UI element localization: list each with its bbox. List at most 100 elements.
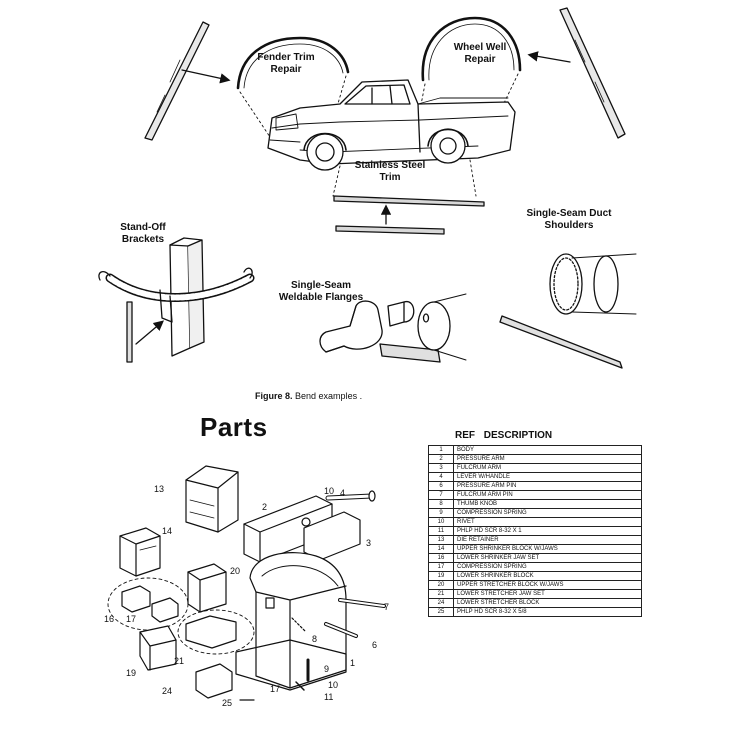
figure-caption-text: Bend examples .	[295, 391, 363, 401]
ref-cell: 16	[428, 553, 454, 563]
ref-cell: 8	[428, 499, 454, 509]
ref-cell: 14	[428, 544, 454, 554]
ref-cell: 10	[428, 517, 454, 527]
ref-cell: 21	[428, 589, 454, 599]
callout-3: 3	[366, 538, 372, 548]
description-cell: COMPRESSION SPRING	[453, 508, 642, 518]
weldable-flanges-label: Single-Seam Weldable Flanges	[278, 280, 364, 303]
description-cell: FULCRUM ARM PIN	[453, 490, 642, 500]
description-cell: PHLP HD SCR 8-32 X 1	[453, 526, 642, 536]
left-trim-strip	[144, 21, 210, 141]
callout-25: 25	[222, 698, 233, 708]
stainless-trim-strip-top	[333, 195, 485, 207]
ref-cell: 11	[428, 526, 454, 536]
dotted-lines-stainless	[332, 159, 477, 197]
stainless-trim-label: Stainless Steel Trim	[354, 160, 426, 183]
callout-8: 8	[312, 634, 318, 644]
weldable-flanges-drawing	[319, 293, 467, 363]
wheel-well-label: Wheel Well Repair	[453, 42, 507, 65]
ref-cell: 4	[428, 472, 454, 482]
description-cell: PRESSURE ARM PIN	[453, 481, 642, 491]
ref-cell: 2	[428, 454, 454, 464]
ref-cell: 9	[428, 508, 454, 518]
description-cell: UPPER SHRINKER BLOCK W/JAWS	[453, 544, 642, 554]
description-cell: LOWER STRETCHER BLOCK	[453, 598, 642, 608]
description-cell: LOWER STRETCHER JAW SET	[453, 589, 642, 599]
callout-16: 16	[104, 614, 115, 624]
wheel-well-arc	[421, 16, 522, 82]
description-cell: LOWER SHRINKER BLOCK	[453, 571, 642, 581]
callout-20: 20	[230, 566, 241, 576]
callout-17-bottom: 17	[270, 684, 281, 694]
ref-cell: 3	[428, 463, 454, 473]
callout-19: 19	[126, 668, 137, 678]
callout-2: 2	[262, 502, 268, 512]
ref-cell: 25	[428, 607, 454, 617]
ref-cell: 19	[428, 571, 454, 581]
callout-24: 24	[162, 686, 173, 696]
ref-cell: 1	[428, 445, 454, 455]
callout-13: 13	[154, 484, 165, 494]
callout-6: 6	[372, 640, 378, 650]
figure-caption: Figure 8. Bend examples .	[255, 391, 495, 401]
duct-shoulders-label: Single-Seam Duct Shoulders	[526, 208, 612, 231]
callout-10-top: 10	[324, 486, 335, 496]
description-cell: LOWER SHRINKER JAW SET	[453, 553, 642, 563]
description-cell: RIVET	[453, 517, 642, 527]
description-cell: COMPRESSION SPRING	[453, 562, 642, 572]
ref-cell: 13	[428, 535, 454, 545]
callout-14: 14	[162, 526, 173, 536]
ref-cell: 7	[428, 490, 454, 500]
callout-10-bottom: 10	[328, 680, 339, 690]
pickup-truck	[267, 79, 516, 171]
figure-number: Figure 8.	[255, 391, 293, 401]
right-trim-strip	[559, 7, 626, 139]
description-cell: PHLP HD SCR 8-32 X 5/8	[453, 607, 642, 617]
description-cell: FULCRUM ARM	[453, 463, 642, 473]
callout-17-left: 17	[126, 614, 137, 624]
callout-4: 4	[340, 488, 346, 498]
standoff-brackets-label: Stand-Off Brackets	[120, 222, 166, 245]
parts-table-header: REF DESCRIPTION	[455, 430, 553, 441]
ref-cell: 24	[428, 598, 454, 608]
arrow-to-fender-trim	[181, 69, 231, 84]
ref-cell: 17	[428, 562, 454, 572]
callout-7: 7	[384, 602, 390, 612]
parts-exploded-view	[107, 465, 386, 701]
callout-1: 1	[350, 658, 356, 668]
description-cell: PRESSURE ARM	[453, 454, 642, 464]
callout-11: 11	[324, 692, 334, 702]
parts-title: Parts	[200, 412, 268, 442]
ref-cell: 6	[428, 481, 454, 491]
description-cell: LEVER W/HANDLE	[453, 472, 642, 482]
callout-21: 21	[174, 656, 185, 666]
arrow-to-wheel-well	[527, 51, 571, 63]
description-cell: UPPER STRETCHER BLOCK W/JAWS	[453, 580, 642, 590]
fender-trim-label: Fender Trim Repair	[257, 52, 315, 75]
stainless-trim-strip-bottom	[335, 225, 445, 235]
description-cell: THUMB KNOB	[453, 499, 642, 509]
fender-trim-arc	[236, 36, 350, 90]
description-cell: DIE RETAINER	[453, 535, 642, 545]
